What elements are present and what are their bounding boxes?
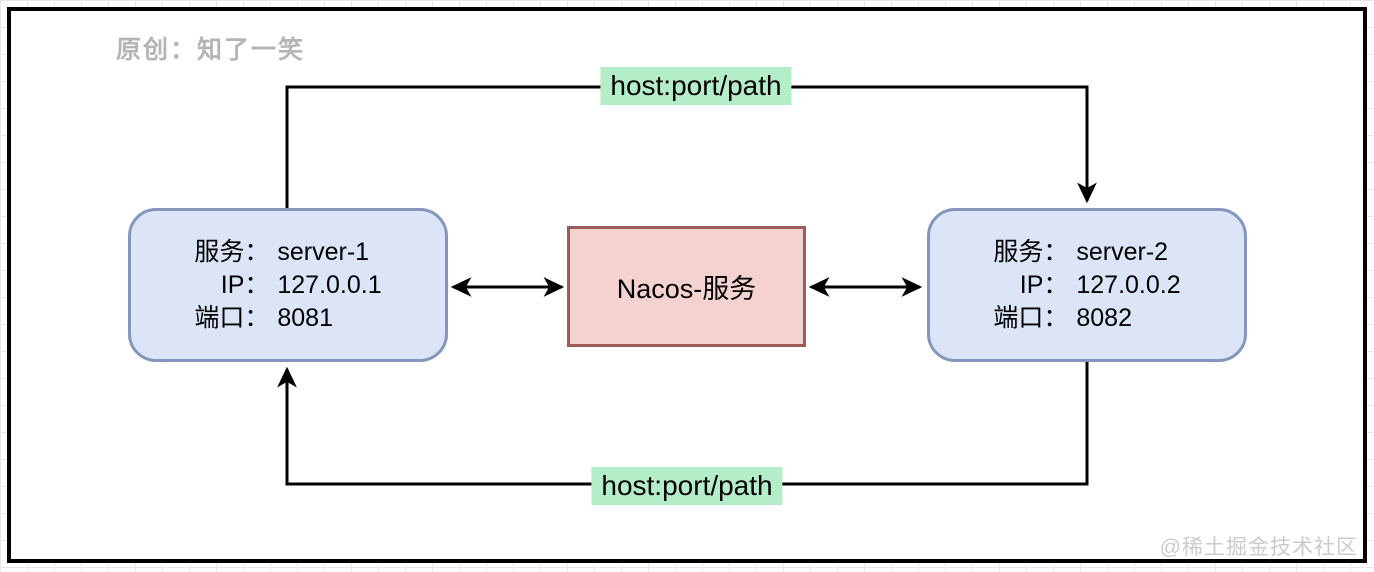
author-watermark: 原创：知了一笑 [116,36,306,64]
server1-node: 服务： server-1 IP： 127.0.0.1 端口： 8081 [128,208,448,362]
server1-service-value: server-1 [277,237,370,266]
server1-info: 服务： server-1 IP： 127.0.0.1 端口： 8081 [194,236,381,335]
nacos-title: Nacos-服务 [616,274,757,304]
server2-service-value: server-2 [1076,237,1169,266]
server2-port-value: 8082 [1076,303,1132,332]
top-route-label: host:port/path [600,67,792,105]
server2-node: 服务： server-2 IP： 127.0.0.2 端口： 8082 [927,208,1247,362]
community-watermark: @稀土掘金技术社区 [1159,536,1358,559]
server1-port-label: 端口： [194,303,270,332]
server1-service-label: 服务： [194,237,270,266]
server2-ip-value: 127.0.0.2 [1076,270,1181,299]
server2-port-label: 端口： [993,303,1069,332]
server2-ip-label: IP： [1019,270,1069,299]
server1-ip-value: 127.0.0.1 [277,270,382,299]
server2-service-label: 服务： [993,237,1069,266]
server1-ip-label: IP： [220,270,270,299]
nacos-node: Nacos-服务 [567,226,806,347]
server1-port-value: 8081 [277,303,333,332]
bottom-route-label: host:port/path [591,467,783,505]
server2-info: 服务： server-2 IP： 127.0.0.2 端口： 8082 [993,236,1180,335]
